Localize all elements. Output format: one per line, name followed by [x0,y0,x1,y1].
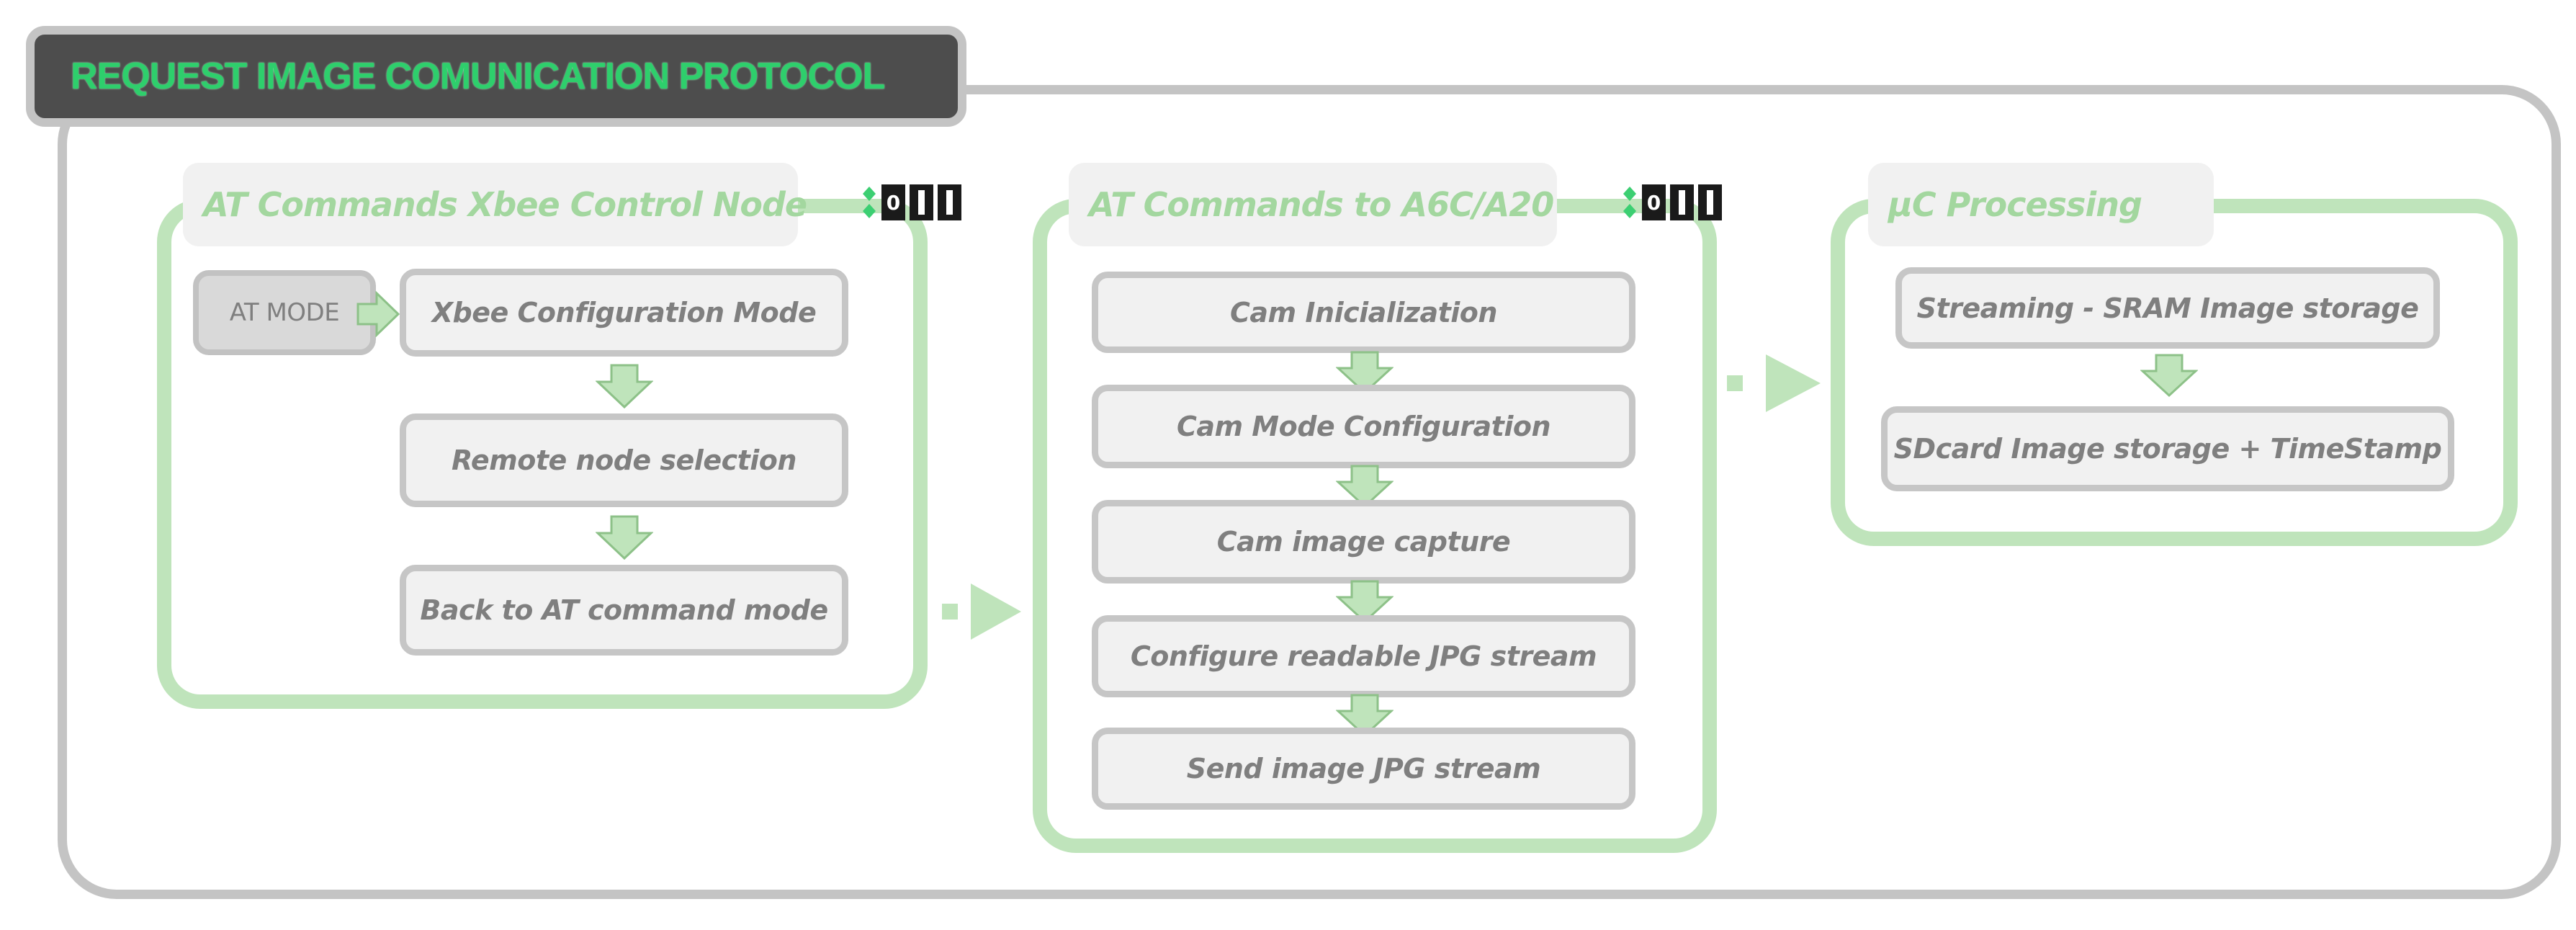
indicator-digit: 0 [1642,184,1666,220]
arrow-down-icon [1336,464,1394,509]
arrow-down-icon [1336,693,1394,738]
flow-arrow-icon [941,582,1023,641]
step-back-to-at-mode: Back to AT command mode [400,565,848,656]
arrow-down-icon [596,363,653,409]
step-sram-image-storage: Streaming - SRAM Image storage [1895,267,2440,349]
step-cam-mode-configuration: Cam Mode Configuration [1092,385,1635,468]
indicator-bar [1670,184,1694,220]
connector-icon [1623,187,1636,218]
step-remote-node-selection: Remote node selection [400,413,848,507]
step-sdcard-image-storage: SDcard Image storage + TimeStamp [1881,406,2454,491]
indicator-bar [938,184,961,220]
indicator-xbee: 0 [861,184,961,220]
at-mode-label: AT MODE [229,298,340,327]
step-xbee-config-mode: Xbee Configuration Mode [400,269,848,357]
arrow-down-icon [1336,350,1394,395]
step-cam-initialization: Cam Inicialization [1092,272,1635,353]
panel-uc-title: µC Processing [1888,185,2142,224]
connector-icon [863,187,876,218]
indicator-bar [1698,184,1722,220]
step-cam-image-capture: Cam image capture [1092,500,1635,584]
diagram-title: REQUEST IMAGE COMUNICATION PROTOCOL [71,55,885,97]
flow-arrow-icon [1725,353,1822,413]
indicator-bar [910,184,933,220]
panel-cam-title: AT Commands to A6C/A20 [1089,185,1554,224]
indicator-digit: 0 [881,184,905,220]
panel-uc-header: µC Processing [1868,163,2214,246]
arrow-down-icon [596,514,653,560]
arrow-down-icon [1336,579,1394,624]
arrow-down-icon [2140,353,2198,398]
panel-xbee-title: AT Commands Xbee Control Node [203,185,807,224]
panel-xbee-header: AT Commands Xbee Control Node [183,163,807,246]
step-configure-jpg-stream: Configure readable JPG stream [1092,615,1635,697]
panel-cam-header: AT Commands to A6C/A20 [1069,163,1557,246]
indicator-cam: 0 [1622,184,1722,220]
arrow-right-icon [355,291,401,337]
title-bar: REQUEST IMAGE COMUNICATION PROTOCOL [26,26,966,127]
step-send-jpg-stream: Send image JPG stream [1092,728,1635,810]
at-mode-box: AT MODE [193,270,376,355]
